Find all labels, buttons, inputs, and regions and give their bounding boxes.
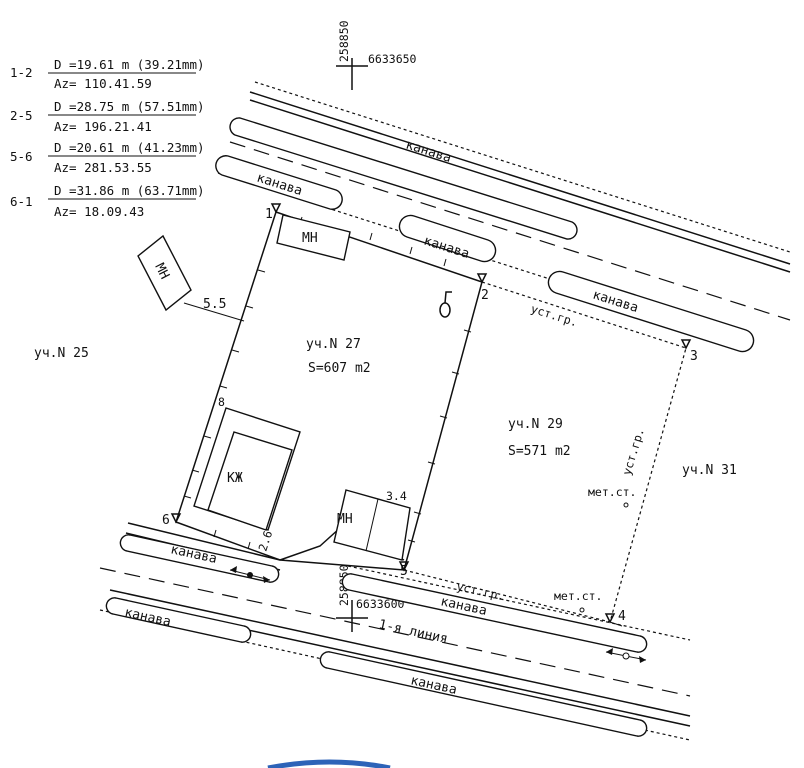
legend-segment: 5-6 [10, 149, 33, 164]
legend-distance: D =31.86 m (63.71mm) [54, 183, 205, 198]
parcel-31-name: уч.N 31 [682, 463, 737, 478]
ditch-bottom-4: канава [319, 651, 648, 737]
building-label: МН [337, 512, 353, 527]
coord-x-label: 258850 [337, 20, 351, 62]
street-label-bottom: 1-я линия [377, 617, 449, 647]
entrance-arrow-icon [229, 566, 271, 583]
ditch-bottom-2: канава [341, 573, 648, 653]
legend-azimuth: Az= 281.53.55 [54, 160, 152, 175]
ditch-label: канава [404, 138, 453, 166]
boundary-label-side: уст.гр. [619, 426, 647, 476]
well-icon [439, 291, 452, 318]
legend-azimuth: Az= 18.09.43 [54, 204, 144, 219]
building-mn-bottom: МН [333, 489, 411, 561]
entrance-arrow-icon [605, 648, 647, 663]
parcel-27-area: S=607 m2 [308, 361, 371, 376]
legend-azimuth: Az= 196.21.41 [54, 119, 152, 134]
legend-distance: D =20.61 m (41.23mm) [54, 140, 205, 155]
ditch-top-4: канава [547, 270, 755, 353]
parcel-27-boundary [175, 211, 483, 571]
dimension-label: 8 [218, 395, 225, 409]
survey-points: 1 2 3 4 5 6 [162, 203, 698, 624]
legend-segment: 6-1 [10, 194, 33, 209]
dimension-label: 5.5 [203, 297, 226, 312]
metal-post-label: мет.ст. [554, 589, 602, 603]
legend-row-5-6: 5-6 D =20.61 m (41.23mm) Az= 281.53.55 [10, 140, 205, 175]
building-label: КЖ [227, 471, 243, 486]
point-label-1: 1 [265, 207, 273, 222]
parcel-25-name: уч.N 25 [34, 346, 89, 361]
legend-segment: 2-5 [10, 108, 33, 123]
parcel-27-name: уч.N 27 [306, 337, 361, 352]
ditch-bottom-1: канава [119, 534, 280, 583]
ditch-label: канава [409, 673, 458, 698]
legend-distance: D =19.61 m (39.21mm) [54, 57, 205, 72]
parcel-labels: уч.N 27 S=607 m2 уч.N 29 S=571 m2 уч.N 2… [34, 337, 737, 478]
coordinate-cross-top: 258850 6633650 [336, 20, 417, 90]
point-label-3: 3 [690, 349, 698, 364]
legend-distance: D =28.75 m (57.51mm) [54, 99, 205, 114]
parcel-29-name: уч.N 29 [508, 417, 563, 432]
ditch-top-2: канава [215, 155, 343, 210]
legend-row-2-5: 2-5 D =28.75 m (57.51mm) Az= 196.21.41 [10, 99, 205, 134]
building-label: МН [302, 231, 318, 246]
parcel-29-area: S=571 m2 [508, 444, 571, 459]
parcel-29-boundary [403, 281, 687, 627]
metal-post-label: мет.ст. [588, 485, 636, 499]
building-mn-left: МН 5.5 [137, 234, 245, 322]
building-mn-top: МН [276, 214, 351, 261]
point-label-2: 2 [481, 288, 489, 303]
legend-segment: 1-2 [10, 65, 33, 80]
decorative-arc [267, 759, 391, 768]
building-label: МН [151, 261, 171, 282]
point-label-5: 5 [400, 564, 408, 579]
point-label-6: 6 [162, 513, 170, 528]
measurement-legend: 1-2 D =19.61 m (39.21mm) Az= 110.41.59 2… [10, 57, 205, 219]
fence-ticks [183, 216, 472, 550]
legend-row-6-1: 6-1 D =31.86 m (63.71mm) Az= 18.09.43 [10, 183, 205, 219]
point-label-4: 4 [618, 609, 626, 624]
legend-row-1-2: 1-2 D =19.61 m (39.21mm) Az= 110.41.59 [10, 57, 205, 91]
coord-y-label: 6633650 [368, 52, 417, 66]
boundary-label-top: уст.гр. [529, 302, 579, 330]
building-kzh: КЖ [193, 407, 301, 531]
coord-y-label: 6633600 [356, 597, 405, 611]
dimension-label: 2.6 [256, 529, 276, 553]
legend-azimuth: Az= 110.41.59 [54, 76, 152, 91]
dimension-label: 3.4 [386, 489, 407, 503]
